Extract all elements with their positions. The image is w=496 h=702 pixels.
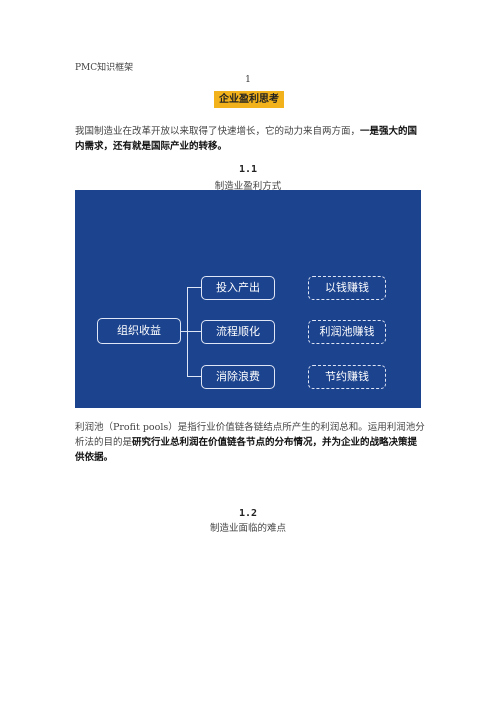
- branch-node-process: 流程顺化: [201, 320, 275, 344]
- profit-pool-bold-text: 研究行业总利润在价值链各节点的分布情况，并为企业的战略决策提供依据。: [75, 437, 418, 463]
- subsection-title-2: 制造业面临的难点: [209, 523, 286, 534]
- intro-paragraph: 我国制造业在改革开放以来取得了快速增长，它的动力来自两方面，一是强大的国内需求，…: [75, 124, 425, 154]
- document-header: PMC知识框架: [75, 63, 134, 73]
- branch-node-input-output: 投入产出: [201, 276, 275, 300]
- subsection-number-2: 1.2: [238, 508, 258, 519]
- connector: [187, 331, 201, 333]
- profit-diagram: 组织收益 投入产出 流程顺化 消除浪费 以钱赚钱 利润池赚钱 节约赚钱: [75, 190, 421, 408]
- result-node-capital: 以钱赚钱: [308, 276, 386, 300]
- connector: [187, 376, 201, 378]
- connector: [181, 331, 187, 333]
- subsection-title: 制造业盈利方式: [214, 181, 282, 192]
- section-title: 企业盈利思考: [214, 91, 284, 108]
- branch-node-waste: 消除浪费: [201, 365, 275, 389]
- diagram-root-node: 组织收益: [97, 318, 181, 344]
- result-node-profit-pool: 利润池赚钱: [308, 320, 386, 344]
- result-node-saving: 节约赚钱: [308, 365, 386, 389]
- connector: [187, 287, 201, 289]
- section-number: 1: [245, 75, 251, 85]
- subsection-number: 1.1: [238, 164, 258, 175]
- profit-pool-text: 利润池（Profit pools）是指行业价值链各链结点所产生的利润总和。运用利…: [75, 422, 425, 448]
- intro-text: 我国制造业在改革开放以来取得了快速增长，它的动力来自两方面，: [75, 126, 361, 137]
- profit-pool-paragraph: 利润池（Profit pools）是指行业价值链各链结点所产生的利润总和。运用利…: [75, 420, 425, 465]
- intro-bold-text: 一是强大的国内需求，还有就是国际产业的转移。: [75, 126, 418, 152]
